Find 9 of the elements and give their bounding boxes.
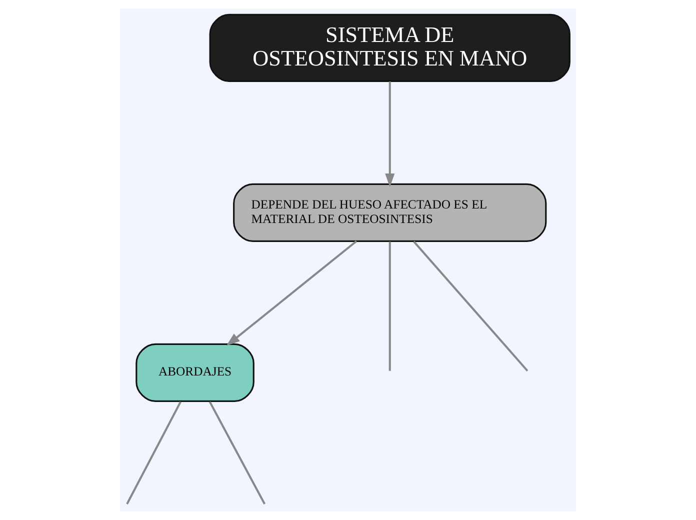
connector <box>388 242 391 371</box>
node-box: ABORDAJES <box>136 343 254 402</box>
connector <box>413 240 528 372</box>
connector <box>208 401 266 504</box>
arrow <box>226 240 358 346</box>
node-box: SISTEMA DE OSTEOSINTESIS EN MANO <box>209 14 570 82</box>
connector <box>126 401 182 504</box>
node-box: DEPENDE DEL HUESO AFECTADO ES EL MATERIAL DE OSTEOSINTESIS <box>233 183 547 242</box>
arrow <box>385 81 395 188</box>
